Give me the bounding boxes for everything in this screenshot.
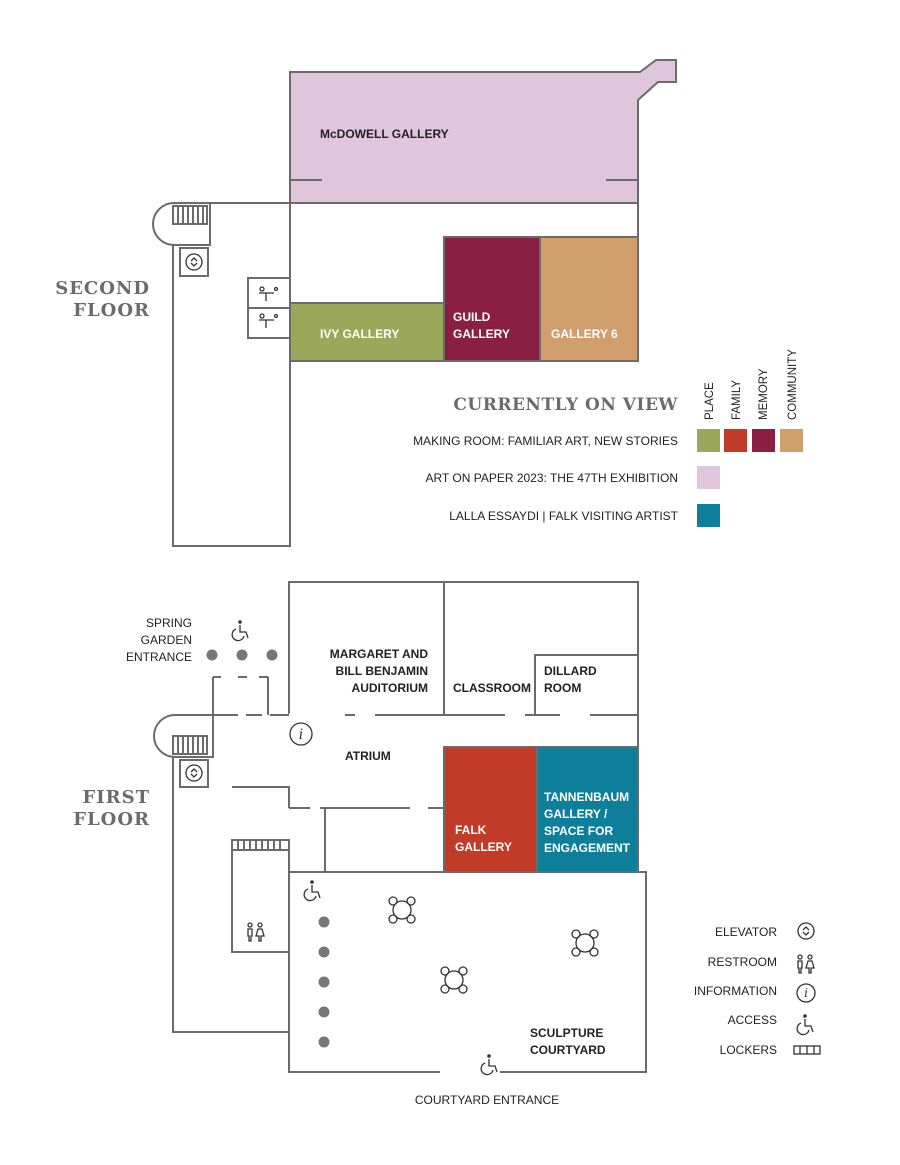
lockers-first-floor	[231, 839, 290, 851]
icon-legend: ELEVATOR RESTROOM INFORMATION ACCESS LOC…	[694, 922, 821, 1057]
elevator-icon[interactable]	[185, 253, 203, 271]
lockers-icon	[793, 1045, 821, 1055]
exhibition-art-on-paper: ART ON PAPER 2023: THE 47TH EXHIBITION	[425, 471, 678, 485]
lockers-stairs	[172, 205, 208, 225]
room-gallery-6[interactable]	[539, 236, 639, 362]
falk-gallery-label-line1: FALK	[455, 823, 487, 837]
theme-label-community: COMMUNITY	[787, 349, 799, 420]
legend-access-label: ACCESS	[728, 1013, 777, 1027]
information-icon: i	[796, 983, 816, 1003]
second-floor-plan	[152, 59, 677, 547]
swatch-community	[780, 429, 803, 452]
stairwell	[153, 714, 214, 758]
stairwell	[152, 202, 211, 246]
restroom-icon	[259, 313, 279, 328]
spring-garden-label-line1: SPRING	[146, 616, 192, 630]
room-tannenbaum-gallery[interactable]	[536, 746, 639, 873]
gallery-6-label: GALLERY 6	[551, 327, 618, 341]
stairs-lines	[172, 735, 208, 755]
theme-label-family: FAMILY	[731, 380, 743, 420]
legend-restroom-label: RESTROOM	[708, 955, 777, 969]
guild-gallery-label-line2: GALLERY	[453, 327, 510, 341]
room-classroom[interactable]	[443, 581, 639, 716]
legend-elevator-label: ELEVATOR	[715, 925, 777, 939]
dillard-room-label-line1: DILLARD	[544, 664, 597, 678]
table-icon	[571, 929, 599, 957]
auditorium-label-line2: BILL BENJAMIN	[336, 664, 428, 678]
first-floor-plan: i	[153, 581, 647, 1076]
wheelchair-icon[interactable]	[480, 1053, 498, 1076]
swatch-place	[697, 429, 720, 452]
exhibition-lalla-essaydi: LALLA ESSAYDI | FALK VISITING ARTIST	[449, 509, 678, 523]
ivy-gallery-label: IVY GALLERY	[320, 327, 399, 341]
table-icon	[388, 896, 416, 924]
theme-label-memory: MEMORY	[758, 368, 770, 420]
currently-on-view-legend: CURRENTLY ON VIEW PLACE FAMILY MEMORY CO…	[413, 349, 803, 527]
restroom-icon	[247, 922, 265, 942]
guild-gallery-label-line1: GUILD	[453, 310, 491, 324]
swatch-memory	[752, 429, 775, 452]
wheelchair-icon[interactable]	[231, 619, 249, 642]
first-floor-label-line1: FIRST	[82, 787, 150, 808]
mcdowell-gallery-label: McDOWELL GALLERY	[320, 127, 449, 141]
courtyard-entrance-label: COURTYARD ENTRANCE	[415, 1093, 559, 1107]
elevator-icon	[797, 922, 815, 940]
dillard-room-label-line2: ROOM	[544, 681, 581, 695]
second-floor-label-line1: SECOND	[55, 278, 150, 299]
swatch-lalla-essaydi	[697, 504, 720, 527]
sculpture-courtyard-line2: COURTYARD	[530, 1043, 606, 1057]
information-icon[interactable]: i	[289, 722, 313, 746]
legend-lockers-label: LOCKERS	[720, 1043, 777, 1057]
wheelchair-icon[interactable]	[303, 879, 321, 902]
room-falk-gallery[interactable]	[443, 746, 538, 873]
svg-text:i: i	[299, 727, 303, 743]
wheelchair-icon	[796, 1013, 814, 1036]
restroom-icon	[797, 954, 815, 974]
on-view-heading: CURRENTLY ON VIEW	[453, 395, 678, 415]
room-dillard[interactable]	[534, 654, 638, 715]
tannenbaum-label-line3: SPACE FOR	[544, 824, 613, 838]
auditorium-label-line3: AUDITORIUM	[352, 681, 428, 695]
tannenbaum-label-line2: GALLERY /	[544, 807, 608, 821]
classroom-label: CLASSROOM	[453, 681, 531, 695]
first-floor-label-line2: FLOOR	[73, 809, 150, 830]
atrium-label: ATRIUM	[345, 749, 391, 763]
tannenbaum-label-line1: TANNENBAUM	[544, 790, 629, 804]
sculpture-courtyard-line1: SCULPTURE	[530, 1026, 603, 1040]
elevator-icon[interactable]	[185, 764, 203, 782]
theme-label-place: PLACE	[704, 382, 716, 420]
swatch-art-on-paper	[697, 466, 720, 489]
restroom-icon	[259, 286, 279, 301]
room-guild-gallery[interactable]	[443, 236, 541, 362]
table-icon	[440, 966, 468, 994]
legend-information-label: INFORMATION	[694, 984, 777, 998]
auditorium-label-line1: MARGARET AND	[330, 647, 429, 661]
second-floor-label-line2: FLOOR	[73, 300, 150, 321]
exhibition-making-room: MAKING ROOM: FAMILIAR ART, NEW STORIES	[413, 434, 678, 448]
spring-garden-label-line3: ENTRANCE	[126, 650, 192, 664]
spring-garden-label-line2: GARDEN	[141, 633, 192, 647]
svg-text:i: i	[804, 986, 808, 1000]
swatch-family	[724, 429, 747, 452]
tannenbaum-label-line4: ENGAGEMENT	[544, 841, 631, 855]
falk-gallery-label-line2: GALLERY	[455, 840, 512, 854]
